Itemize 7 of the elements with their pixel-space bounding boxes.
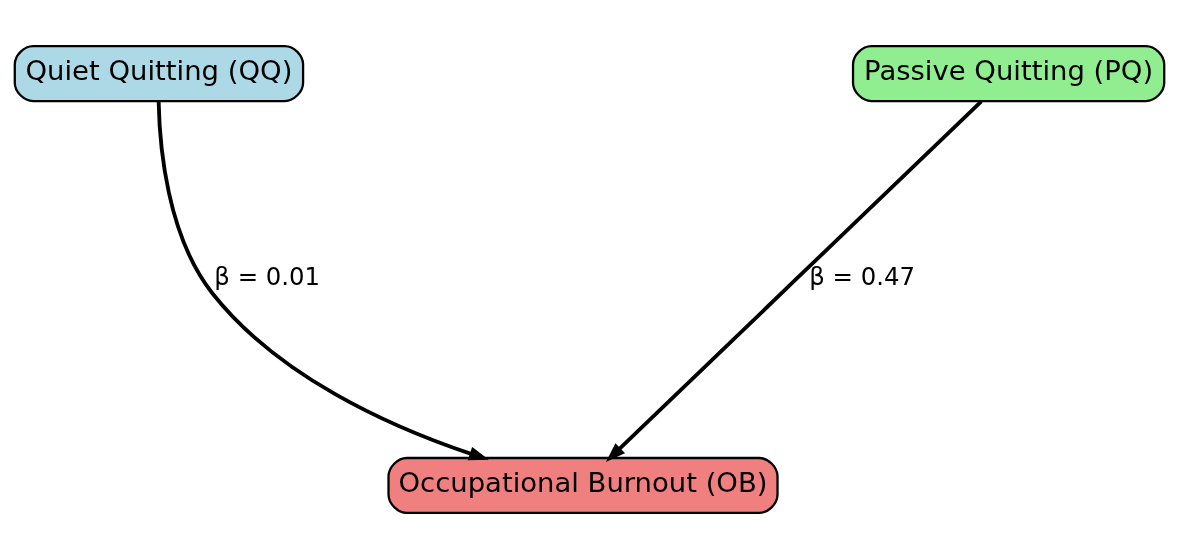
edge-label: β = 0.01: [214, 261, 321, 291]
arrow: [605, 99, 983, 462]
edge-label: β = 0.47: [809, 261, 916, 291]
arrow: [156, 101, 489, 460]
node-box: Passive Quitting (PQ): [851, 44, 1166, 102]
node-box: Occupational Burnout (OB): [387, 456, 779, 514]
node-box: Quiet Quitting (QQ): [13, 44, 305, 102]
